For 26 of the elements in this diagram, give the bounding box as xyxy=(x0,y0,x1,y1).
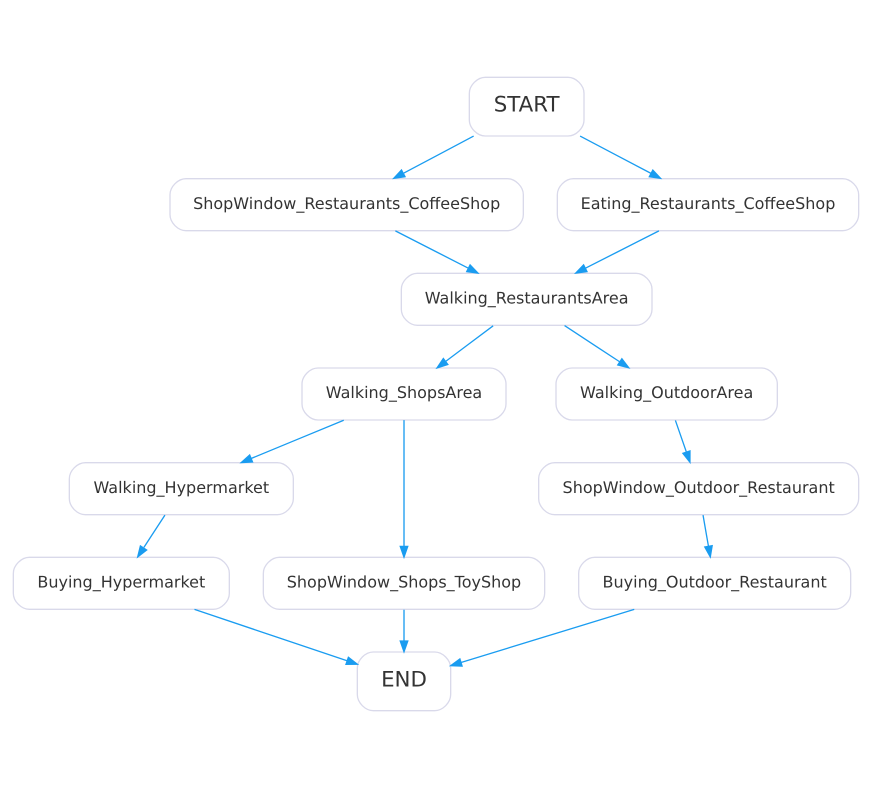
arrow xyxy=(194,608,360,665)
node-box: Buying_Hypermarket xyxy=(12,556,230,610)
node-box: Buying_Outdoor_Restaurant xyxy=(578,556,852,610)
node-box: Walking_RestaurantsArea xyxy=(400,272,653,326)
node-box: Walking_ShopsArea xyxy=(301,366,507,420)
node-box: ShopWindow_Outdoor_Restaurant xyxy=(538,462,860,515)
arrow xyxy=(574,230,660,274)
arrow xyxy=(448,608,634,666)
node-box: ShopWindow_Shops_ToyShop xyxy=(262,556,546,610)
arrow xyxy=(239,419,344,463)
node-box: END xyxy=(356,650,452,711)
node-box: ShopWindow_Restaurants_CoffeeShop xyxy=(169,178,524,231)
arrow xyxy=(136,514,166,558)
arrow xyxy=(399,609,409,654)
node-box: Walking_OutdoorArea xyxy=(555,366,778,420)
arrow xyxy=(435,324,494,369)
node-box: Eating_Restaurants_CoffeeShop xyxy=(556,178,860,231)
arrow xyxy=(702,514,713,558)
node-box: Walking_Hypermarket xyxy=(68,462,294,515)
arrow xyxy=(564,324,630,368)
arrow xyxy=(392,135,474,179)
arrow xyxy=(674,420,691,464)
arrow xyxy=(395,230,480,274)
node-box: START xyxy=(468,76,585,136)
arrow xyxy=(580,135,662,179)
arrow xyxy=(399,420,409,559)
